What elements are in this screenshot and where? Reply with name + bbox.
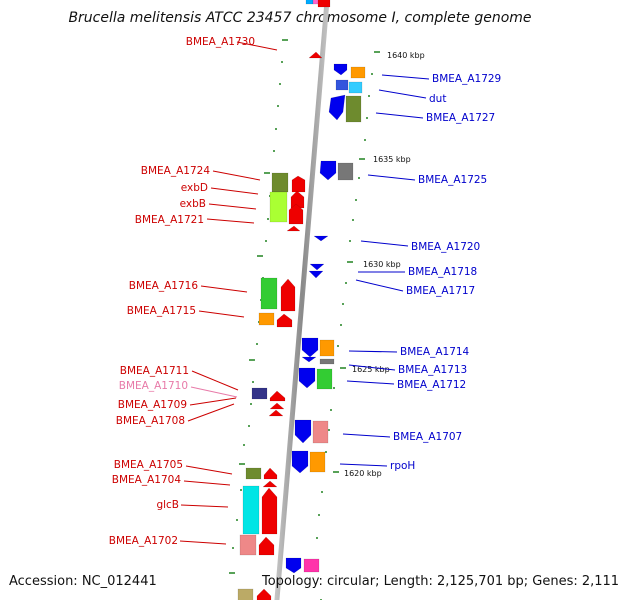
gene-feature xyxy=(258,312,275,326)
gene-feature xyxy=(269,191,288,223)
gene-label[interactable]: BMEA_A1724 xyxy=(141,165,211,177)
gene-feature xyxy=(288,203,304,225)
gene-feature xyxy=(312,420,329,444)
gene-feature xyxy=(333,63,348,76)
gene-feature xyxy=(337,162,354,181)
gene-feature xyxy=(242,485,260,535)
kbp-label: 1630 kbp xyxy=(363,260,401,269)
topology-text: Topology: circular; Length: 2,125,701 bp… xyxy=(262,574,619,589)
gene-feature xyxy=(308,270,324,279)
gene-label[interactable]: BMEA_A1712 xyxy=(397,379,466,391)
gene-feature xyxy=(301,356,317,363)
gene-feature xyxy=(312,0,321,5)
gene-feature xyxy=(309,263,325,271)
gene-label[interactable]: BMEA_A1730 xyxy=(186,36,255,48)
gene-label[interactable]: BMEA_A1721 xyxy=(135,214,204,226)
gene-label[interactable]: BMEA_A1729 xyxy=(432,73,501,85)
gene-feature xyxy=(309,451,326,473)
gene-feature xyxy=(276,313,293,328)
gene-feature xyxy=(308,51,323,59)
gene-label[interactable]: exbD xyxy=(181,182,208,194)
gene-label[interactable]: BMEA_A1704 xyxy=(112,474,182,486)
gene-feature xyxy=(328,94,346,121)
gene-label[interactable]: BMEA_A1717 xyxy=(406,285,475,297)
gene-feature xyxy=(258,536,275,556)
kbp-label: 1635 kbp xyxy=(373,155,411,164)
gene-feature xyxy=(301,337,319,358)
genome-map: 1640 kbp 1635 kbp 1630 kbp 1625 kbp 1620… xyxy=(109,0,501,600)
gene-label[interactable]: BMEA_A1709 xyxy=(118,399,187,411)
gene-feature xyxy=(263,467,278,480)
gene-label[interactable]: BMEA_A1711 xyxy=(120,365,189,377)
gene-feature xyxy=(319,160,337,181)
kbp-label: 1640 kbp xyxy=(387,51,425,60)
gene-feature xyxy=(286,225,301,232)
gene-feature xyxy=(319,339,335,357)
gene-feature xyxy=(269,402,285,410)
gene-feature xyxy=(345,95,362,123)
gene-label[interactable]: dut xyxy=(429,93,446,105)
gene-feature xyxy=(290,190,305,209)
gene-label[interactable]: BMEA_A1702 xyxy=(109,535,178,547)
gene-feature xyxy=(261,487,278,535)
gene-feature xyxy=(291,450,309,474)
gene-label[interactable]: BMEA_A1720 xyxy=(411,241,480,253)
gene-feature xyxy=(271,172,289,193)
gene-label[interactable]: BMEA_A1705 xyxy=(114,459,183,471)
gene-label[interactable]: BMEA_A1707 xyxy=(393,431,462,443)
gene-label[interactable]: BMEA_A1708 xyxy=(116,415,185,427)
gene-label[interactable]: glcB xyxy=(156,499,179,511)
leader-line-highlight xyxy=(190,386,238,398)
gene-label-highlighted[interactable]: BMEA_A1710 xyxy=(119,380,188,392)
genome-backbone xyxy=(274,0,330,600)
gene-label[interactable]: BMEA_A1716 xyxy=(129,280,199,292)
leader-lines-right xyxy=(339,74,430,467)
gene-feature xyxy=(268,409,284,417)
gene-feature xyxy=(335,79,349,91)
gene-feature xyxy=(303,558,320,573)
gene-feature xyxy=(298,367,316,389)
gene-feature xyxy=(291,175,306,193)
gene-feature xyxy=(239,534,257,556)
gene-feature xyxy=(348,81,363,94)
gene-label[interactable]: BMEA_A1725 xyxy=(418,174,487,186)
gene-feature xyxy=(305,0,314,5)
gene-feature xyxy=(317,0,331,8)
gene-label[interactable]: BMEA_A1713 xyxy=(398,364,467,376)
gene-feature xyxy=(251,387,268,400)
gene-label[interactable]: exbB xyxy=(180,198,206,210)
gene-feature xyxy=(245,467,262,480)
gene-features xyxy=(237,0,366,600)
map-title: Brucella melitensis ATCC 23457 chromosom… xyxy=(68,10,532,26)
gene-label[interactable]: BMEA_A1718 xyxy=(408,266,477,278)
gene-label[interactable]: rpoH xyxy=(390,460,415,472)
gene-feature xyxy=(260,277,278,310)
gene-feature xyxy=(313,235,329,242)
gene-feature xyxy=(262,480,278,488)
gene-label[interactable]: BMEA_A1714 xyxy=(400,346,470,358)
gene-feature xyxy=(269,390,286,402)
gene-feature xyxy=(237,588,254,600)
gene-feature xyxy=(350,66,366,79)
gene-feature xyxy=(319,358,335,365)
kbp-label: 1620 kbp xyxy=(344,469,382,478)
gene-feature xyxy=(285,557,302,574)
accession-text: Accession: NC_012441 xyxy=(9,574,157,589)
gene-feature xyxy=(316,368,333,390)
leader-lines-left xyxy=(179,41,278,545)
gene-label[interactable]: BMEA_A1727 xyxy=(426,112,495,124)
kbp-label: 1625 kbp xyxy=(352,365,390,374)
gene-feature xyxy=(280,278,296,312)
gene-label[interactable]: BMEA_A1715 xyxy=(127,305,196,317)
gene-feature xyxy=(294,419,312,444)
gene-feature xyxy=(256,588,272,600)
